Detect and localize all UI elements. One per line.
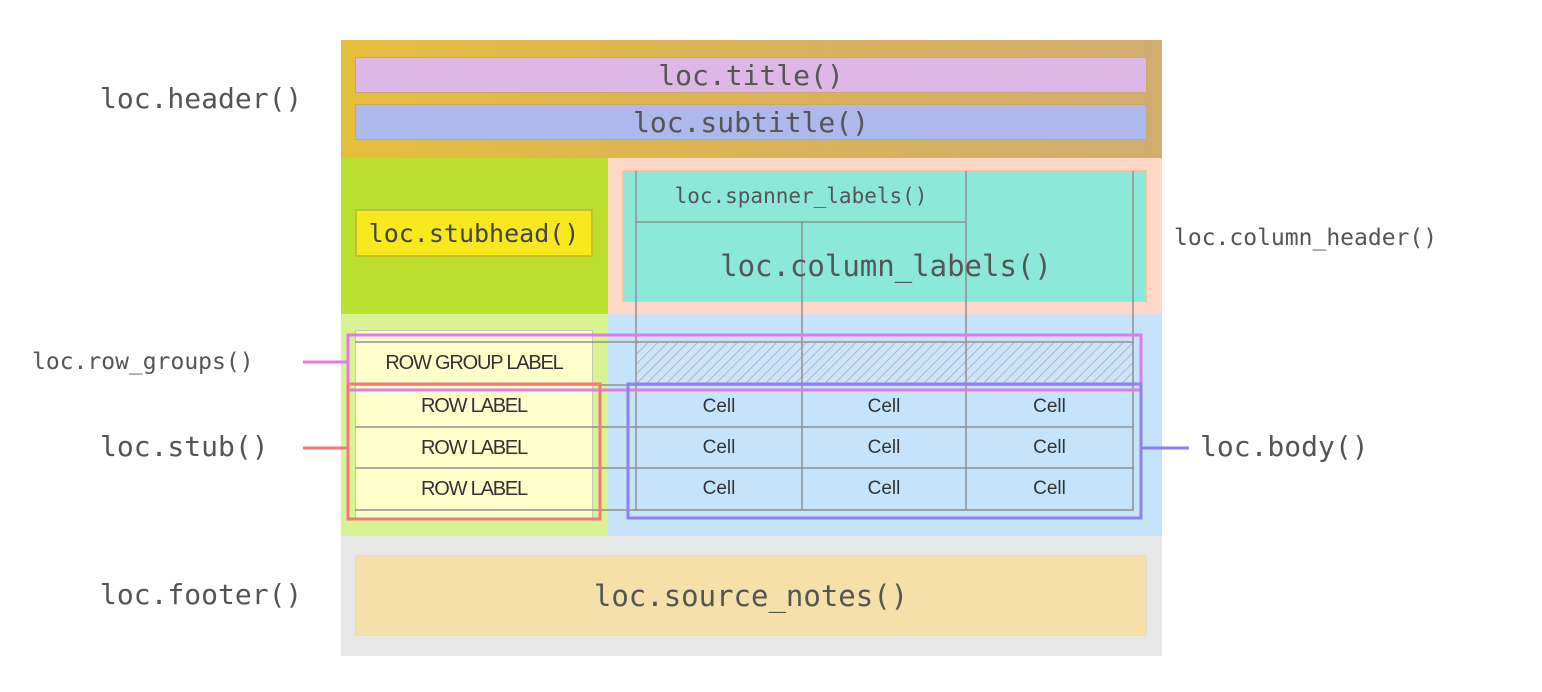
body-cell: Cell (867, 478, 901, 499)
body-cell: Cell (1033, 437, 1066, 458)
source-notes-box: loc.source_notes() (355, 555, 1147, 636)
stub-column (355, 330, 593, 520)
subtitle-box: loc.subtitle() (355, 104, 1147, 140)
body-cell: Cell (702, 478, 736, 499)
body-cell: Cell (1033, 395, 1066, 417)
body-cell: Cell (702, 395, 736, 417)
column-header-side-label: loc.column_header() (1174, 225, 1438, 251)
title-box: loc.title() (355, 57, 1147, 93)
stub-side-label: loc.stub() (100, 430, 269, 463)
row-label: ROW LABEL (421, 395, 528, 417)
footer-side-label: loc.footer() (100, 578, 303, 611)
column-labels-text: loc.column_labels() (720, 249, 1052, 283)
row-groups-side-label: loc.row_groups() (32, 349, 254, 375)
body-side-label: loc.body() (1200, 430, 1369, 463)
header-side-label: loc.header() (100, 82, 303, 115)
spanner-labels-text: loc.spanner_labels() (674, 184, 928, 208)
body-cell: Cell (1033, 478, 1066, 499)
row-group-hatch (636, 343, 1134, 384)
column-labels-area (622, 170, 1147, 302)
row-label: ROW LABEL (421, 478, 528, 500)
body-cell: Cell (867, 437, 901, 458)
body-outline (626, 382, 1143, 520)
stub-outline (346, 382, 602, 521)
row-label: ROW LABEL (421, 436, 528, 459)
stubhead-box: loc.stubhead() (355, 209, 593, 257)
body-cell: Cell (702, 437, 736, 458)
row-group-label: ROW GROUP LABEL (385, 352, 563, 374)
body-cell: Cell (867, 395, 901, 417)
